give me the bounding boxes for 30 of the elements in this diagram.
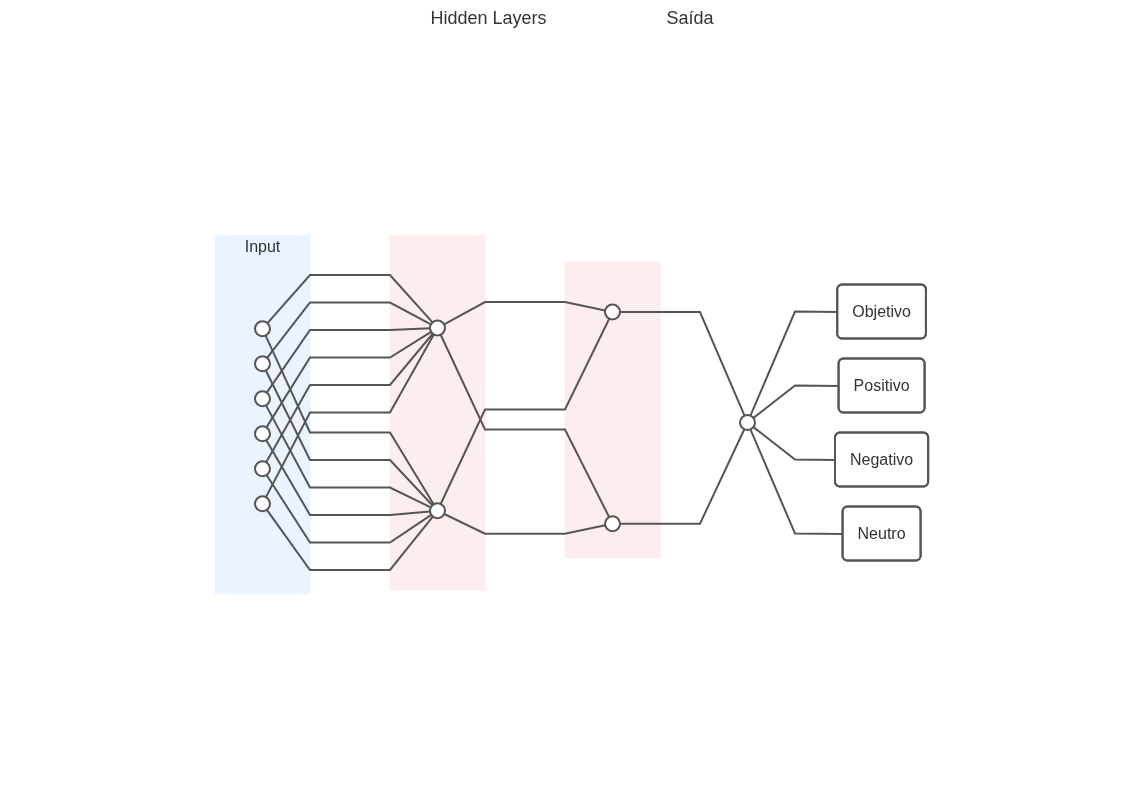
cluster: Input (214, 234, 311, 594)
connector (265, 332, 435, 463)
cluster (564, 261, 661, 558)
node-circle (254, 319, 272, 337)
connector (443, 300, 607, 325)
layer-label: Hidden Layers (430, 8, 547, 29)
node-circle (254, 354, 272, 372)
connector (265, 369, 434, 506)
connector (266, 273, 434, 324)
node-circle (604, 303, 622, 321)
connector (266, 301, 433, 359)
node-circle (429, 501, 447, 519)
connector (265, 438, 432, 516)
connector (265, 330, 433, 428)
node-circle (254, 494, 272, 512)
connector (266, 473, 433, 544)
node-circle (429, 319, 447, 337)
connector (266, 508, 435, 571)
connector (265, 404, 433, 509)
connector (619, 427, 746, 525)
node-circle (254, 424, 272, 442)
node-circle (254, 459, 272, 477)
connector (443, 512, 607, 535)
connector (619, 310, 746, 417)
cluster (389, 234, 486, 591)
connector (266, 326, 432, 394)
node-circle (739, 413, 757, 431)
node-circle (254, 389, 272, 407)
node-circle (604, 514, 622, 532)
layer-label: Saída (666, 8, 714, 29)
